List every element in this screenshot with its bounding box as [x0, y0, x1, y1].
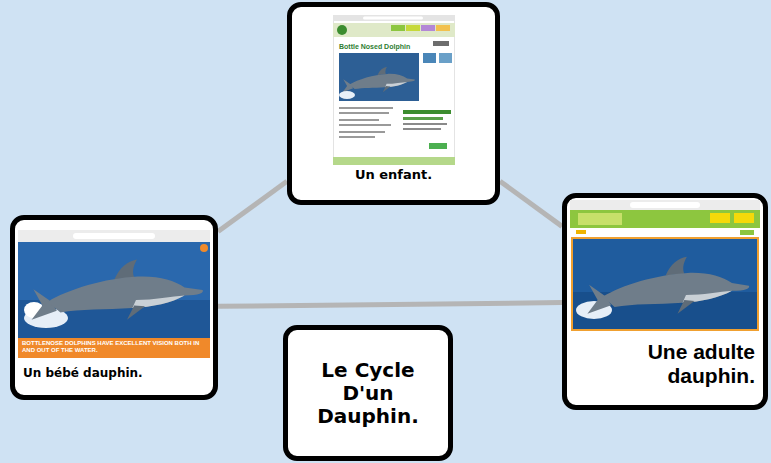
card-caption: Une adulte dauphin. — [615, 340, 755, 388]
picture-card: Une adulte dauphin. — [562, 193, 768, 410]
website-screenshot — [570, 200, 760, 335]
picture-card: Un enfant. Bottle Nosed Dolphin — [287, 2, 500, 205]
picture-card: Un bébé dauphin. BOTTLENOSE DOLPHINS HAVE… — [10, 215, 218, 400]
picture-card: Le Cycle D'un Dauphin. — [283, 325, 453, 461]
card-caption: Le Cycle D'un Dauphin. — [317, 359, 419, 428]
connector-line — [500, 181, 562, 226]
text-area: Un bébé dauphin. — [15, 220, 213, 381]
connector-line — [218, 303, 562, 307]
website-screenshot — [18, 230, 210, 358]
website-screenshot — [333, 15, 455, 165]
text-area: Le Cycle D'un Dauphin. — [288, 330, 448, 456]
connector-stroke — [218, 181, 287, 231]
text-area: Une adulte dauphin. — [567, 198, 763, 388]
text-area: Un enfant. — [292, 7, 495, 183]
connector-stroke — [218, 303, 562, 307]
screenshot-text: Bottle Nosed Dolphin — [339, 43, 449, 51]
card-caption: Un enfant. — [298, 167, 489, 183]
connector-line — [218, 181, 287, 231]
card-caption: Un bébé dauphin. — [23, 366, 207, 381]
connector-stroke — [500, 181, 562, 226]
screenshot-text: BOTTLENOSE DOLPHINS HAVE EXCELLENT VISIO… — [22, 340, 206, 354]
